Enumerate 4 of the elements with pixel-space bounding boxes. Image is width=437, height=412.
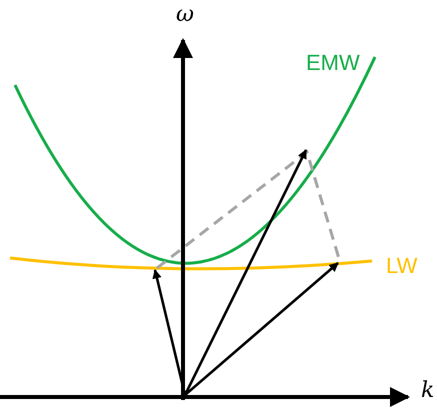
axis-label: k (421, 380, 434, 402)
curve-label: EMW (306, 52, 360, 74)
curve-label: LW (386, 255, 418, 277)
axis-label: ω (176, 4, 194, 26)
